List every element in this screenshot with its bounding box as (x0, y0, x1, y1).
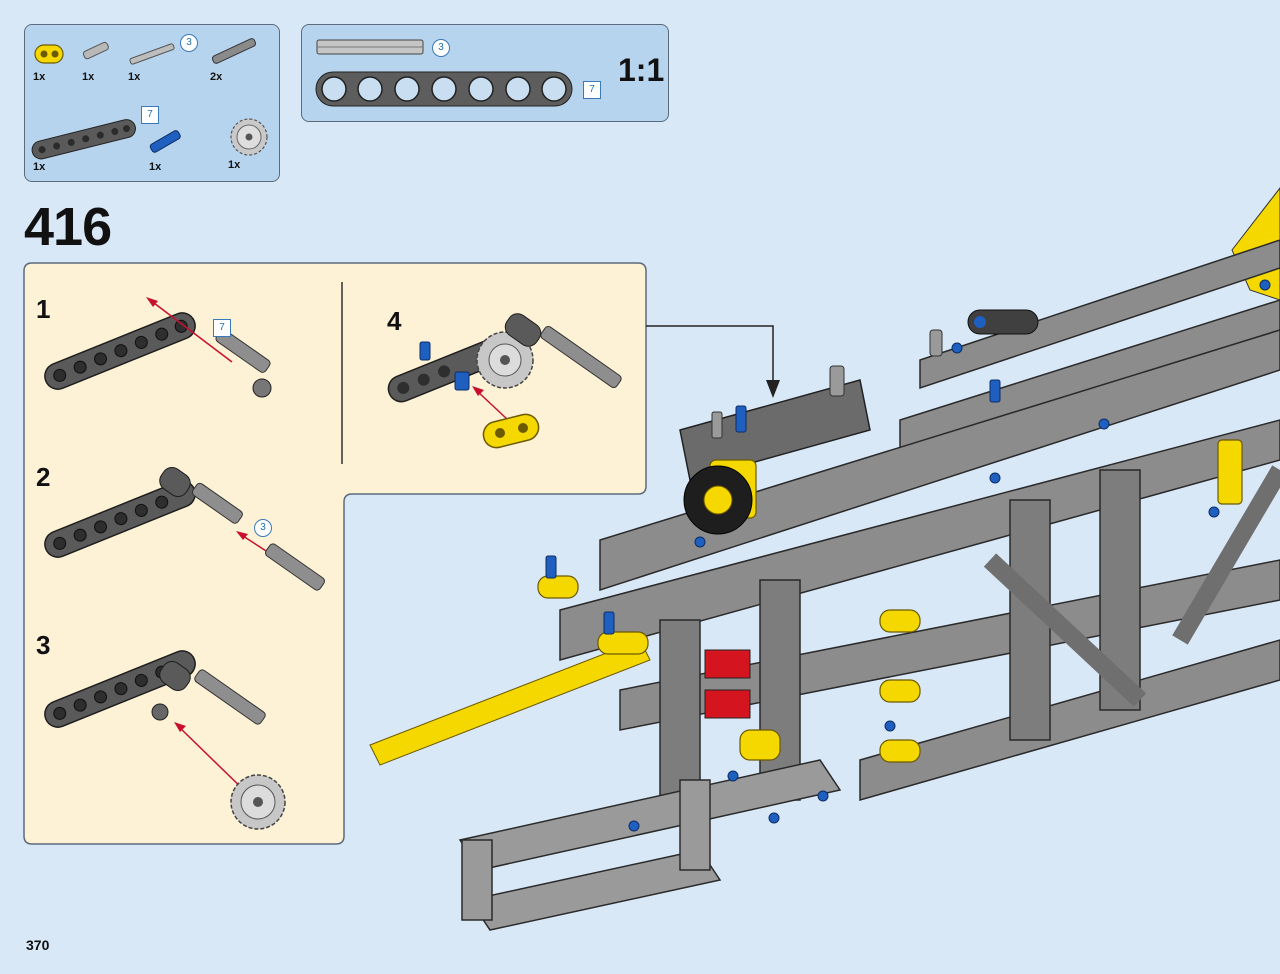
parts-list-illustration (31, 38, 268, 160)
beam-length-callout: 7 (141, 106, 159, 124)
scale-label: 1:1 (618, 52, 665, 88)
beam-icon (31, 119, 136, 160)
axle-icon (129, 43, 175, 65)
qty-axle-pin: 1x (82, 71, 95, 83)
substep-3-illustration (44, 650, 286, 830)
substep-2-axle-callout: 3 (254, 519, 272, 537)
substep-4-number: 4 (387, 306, 402, 336)
substep-2-number: 2 (36, 462, 51, 492)
beam-scale-callout: 7 (583, 81, 601, 99)
beam-scale-icon (315, 71, 573, 107)
substep-2-illustration (44, 466, 325, 591)
qty-beam: 1x (33, 161, 46, 173)
callout-arrow-head (766, 380, 780, 398)
axle-length-callout: 3 (180, 34, 198, 52)
substep-1-number: 1 (36, 294, 51, 324)
gray-axle-pin-icon (211, 38, 257, 64)
qty-blue-axle-pin: 1x (149, 161, 162, 173)
yellow-connector-icon (34, 44, 64, 64)
qty-axle: 1x (128, 71, 141, 83)
substep-panel (23, 262, 647, 845)
substep-1-beam-callout: 7 (213, 319, 231, 337)
substep-4-illustration (387, 313, 622, 449)
substep-1-illustration (44, 297, 272, 398)
page-number: 370 (26, 937, 50, 953)
main-build-illustration (369, 187, 1280, 931)
blue-axle-pin-icon (149, 130, 181, 153)
callout-connector-line (646, 325, 774, 396)
gear-icon (230, 118, 268, 156)
scale-reference-panel: 3 7 (301, 24, 669, 122)
qty-gray-axle-pin: 2x (210, 71, 223, 83)
scale-illustration (315, 39, 573, 107)
step-number: 416 (24, 197, 112, 257)
axle-scale-callout: 3 (432, 39, 450, 57)
substep-3-number: 3 (36, 630, 51, 660)
axle-scale-icon (316, 39, 424, 55)
parts-list-panel: 1x 1x 1x 3 2x 7 1x 1x 1x (24, 24, 280, 182)
axle-pin-icon (82, 41, 109, 60)
qty-gear: 1x (228, 159, 241, 171)
qty-yellow-connector: 1x (33, 71, 46, 83)
